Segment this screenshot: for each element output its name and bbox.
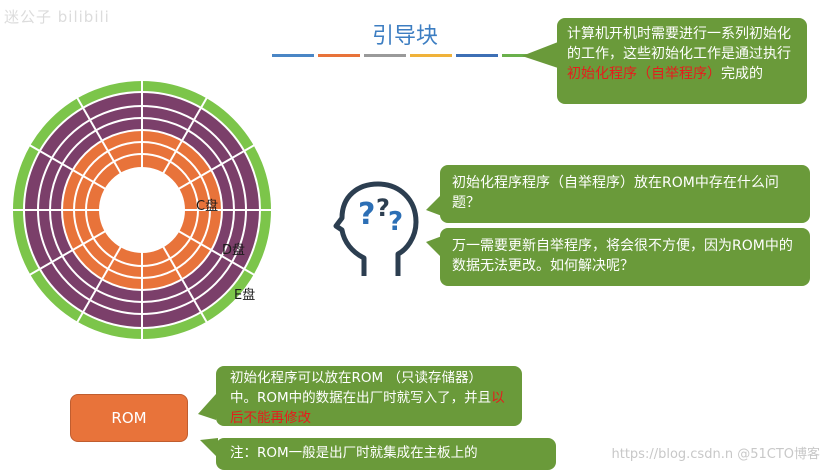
watermark-top-left: 迷公子 bilibili: [4, 8, 110, 26]
title-bar-segment: [456, 54, 498, 57]
rom-footnote-bubble: 注：ROM一般是出厂时就集成在主板上的: [216, 438, 556, 470]
disk-sector-line: [76, 96, 122, 175]
title-bar-segment: [318, 54, 360, 57]
disk-sector-line: [28, 230, 107, 276]
rom-footnote-text: 注：ROM一般是出厂时就集成在主板上的: [230, 445, 478, 461]
bubble-top: 计算机开机时需要进行一系列初始化的工作，这些初始化工作是通过执行初始化程序（自举…: [557, 18, 807, 104]
disk-sector-line: [28, 144, 107, 190]
bubble-top-tail: [522, 42, 558, 68]
question1-text: 初始化程序程序（自举程序）放在ROM中存在什么问题？: [452, 175, 779, 211]
disk-sector-line: [177, 230, 256, 276]
disk-sector-line: [162, 96, 208, 175]
bubble-top-highlight: 初始化程序（自举程序）: [567, 66, 721, 82]
disk-sector-line: [177, 144, 256, 190]
disk-sector-line: [76, 245, 122, 324]
rom-label: ROM: [111, 409, 147, 427]
bubble-top-text: 计算机开机时需要进行一系列初始化的工作，这些初始化工作是通过执行: [567, 26, 791, 62]
disk-hub: [99, 167, 185, 253]
question1-tail: [426, 194, 442, 216]
svg-text:?: ?: [376, 194, 390, 222]
thinking-head-question-icon: ? ? ?: [333, 181, 419, 276]
question2-tail: [426, 236, 442, 258]
title-bar-segment: [364, 54, 406, 57]
title-bar-segment: [502, 54, 544, 57]
disk-label-e: E盘: [234, 287, 255, 303]
question2-text: 万一需要更新自举程序，将会很不方便，因为ROM中的数据无法更改。如何解决呢？: [452, 238, 793, 274]
question2-bubble: 万一需要更新自举程序，将会很不方便，因为ROM中的数据无法更改。如何解决呢？: [440, 228, 810, 286]
disk-sector-line: [162, 245, 208, 324]
rom-box: ROM: [70, 394, 188, 442]
title-bar-segment: [272, 54, 314, 57]
rom-note-bubble: 初始化程序可以放在ROM （只读存储器）中。ROM中的数据在出厂时就写入了，并且…: [216, 366, 522, 426]
disk-label-d: D盘: [222, 242, 245, 258]
slide-title: 引导块: [371, 24, 438, 49]
disk-label-c: C盘: [196, 198, 218, 214]
rom-note-text: 初始化程序可以放在ROM （只读存储器）中。ROM中的数据在出厂时就写入了，并且: [230, 370, 492, 406]
rom-note-tail: [198, 394, 216, 420]
rom-note-highlight: 以后不能再修改: [230, 390, 505, 426]
svg-text:?: ?: [388, 207, 403, 237]
question1-bubble: 初始化程序程序（自举程序）放在ROM中存在什么问题？: [440, 165, 810, 223]
svg-text:?: ?: [358, 197, 375, 232]
bubble-top-text-end: 完成的: [721, 66, 763, 82]
title-bar-segment: [410, 54, 452, 57]
rom-footnote-tail: [200, 438, 218, 458]
watermark-bottom-right: https://blog.csdn.n @51CTO博客: [611, 447, 820, 462]
